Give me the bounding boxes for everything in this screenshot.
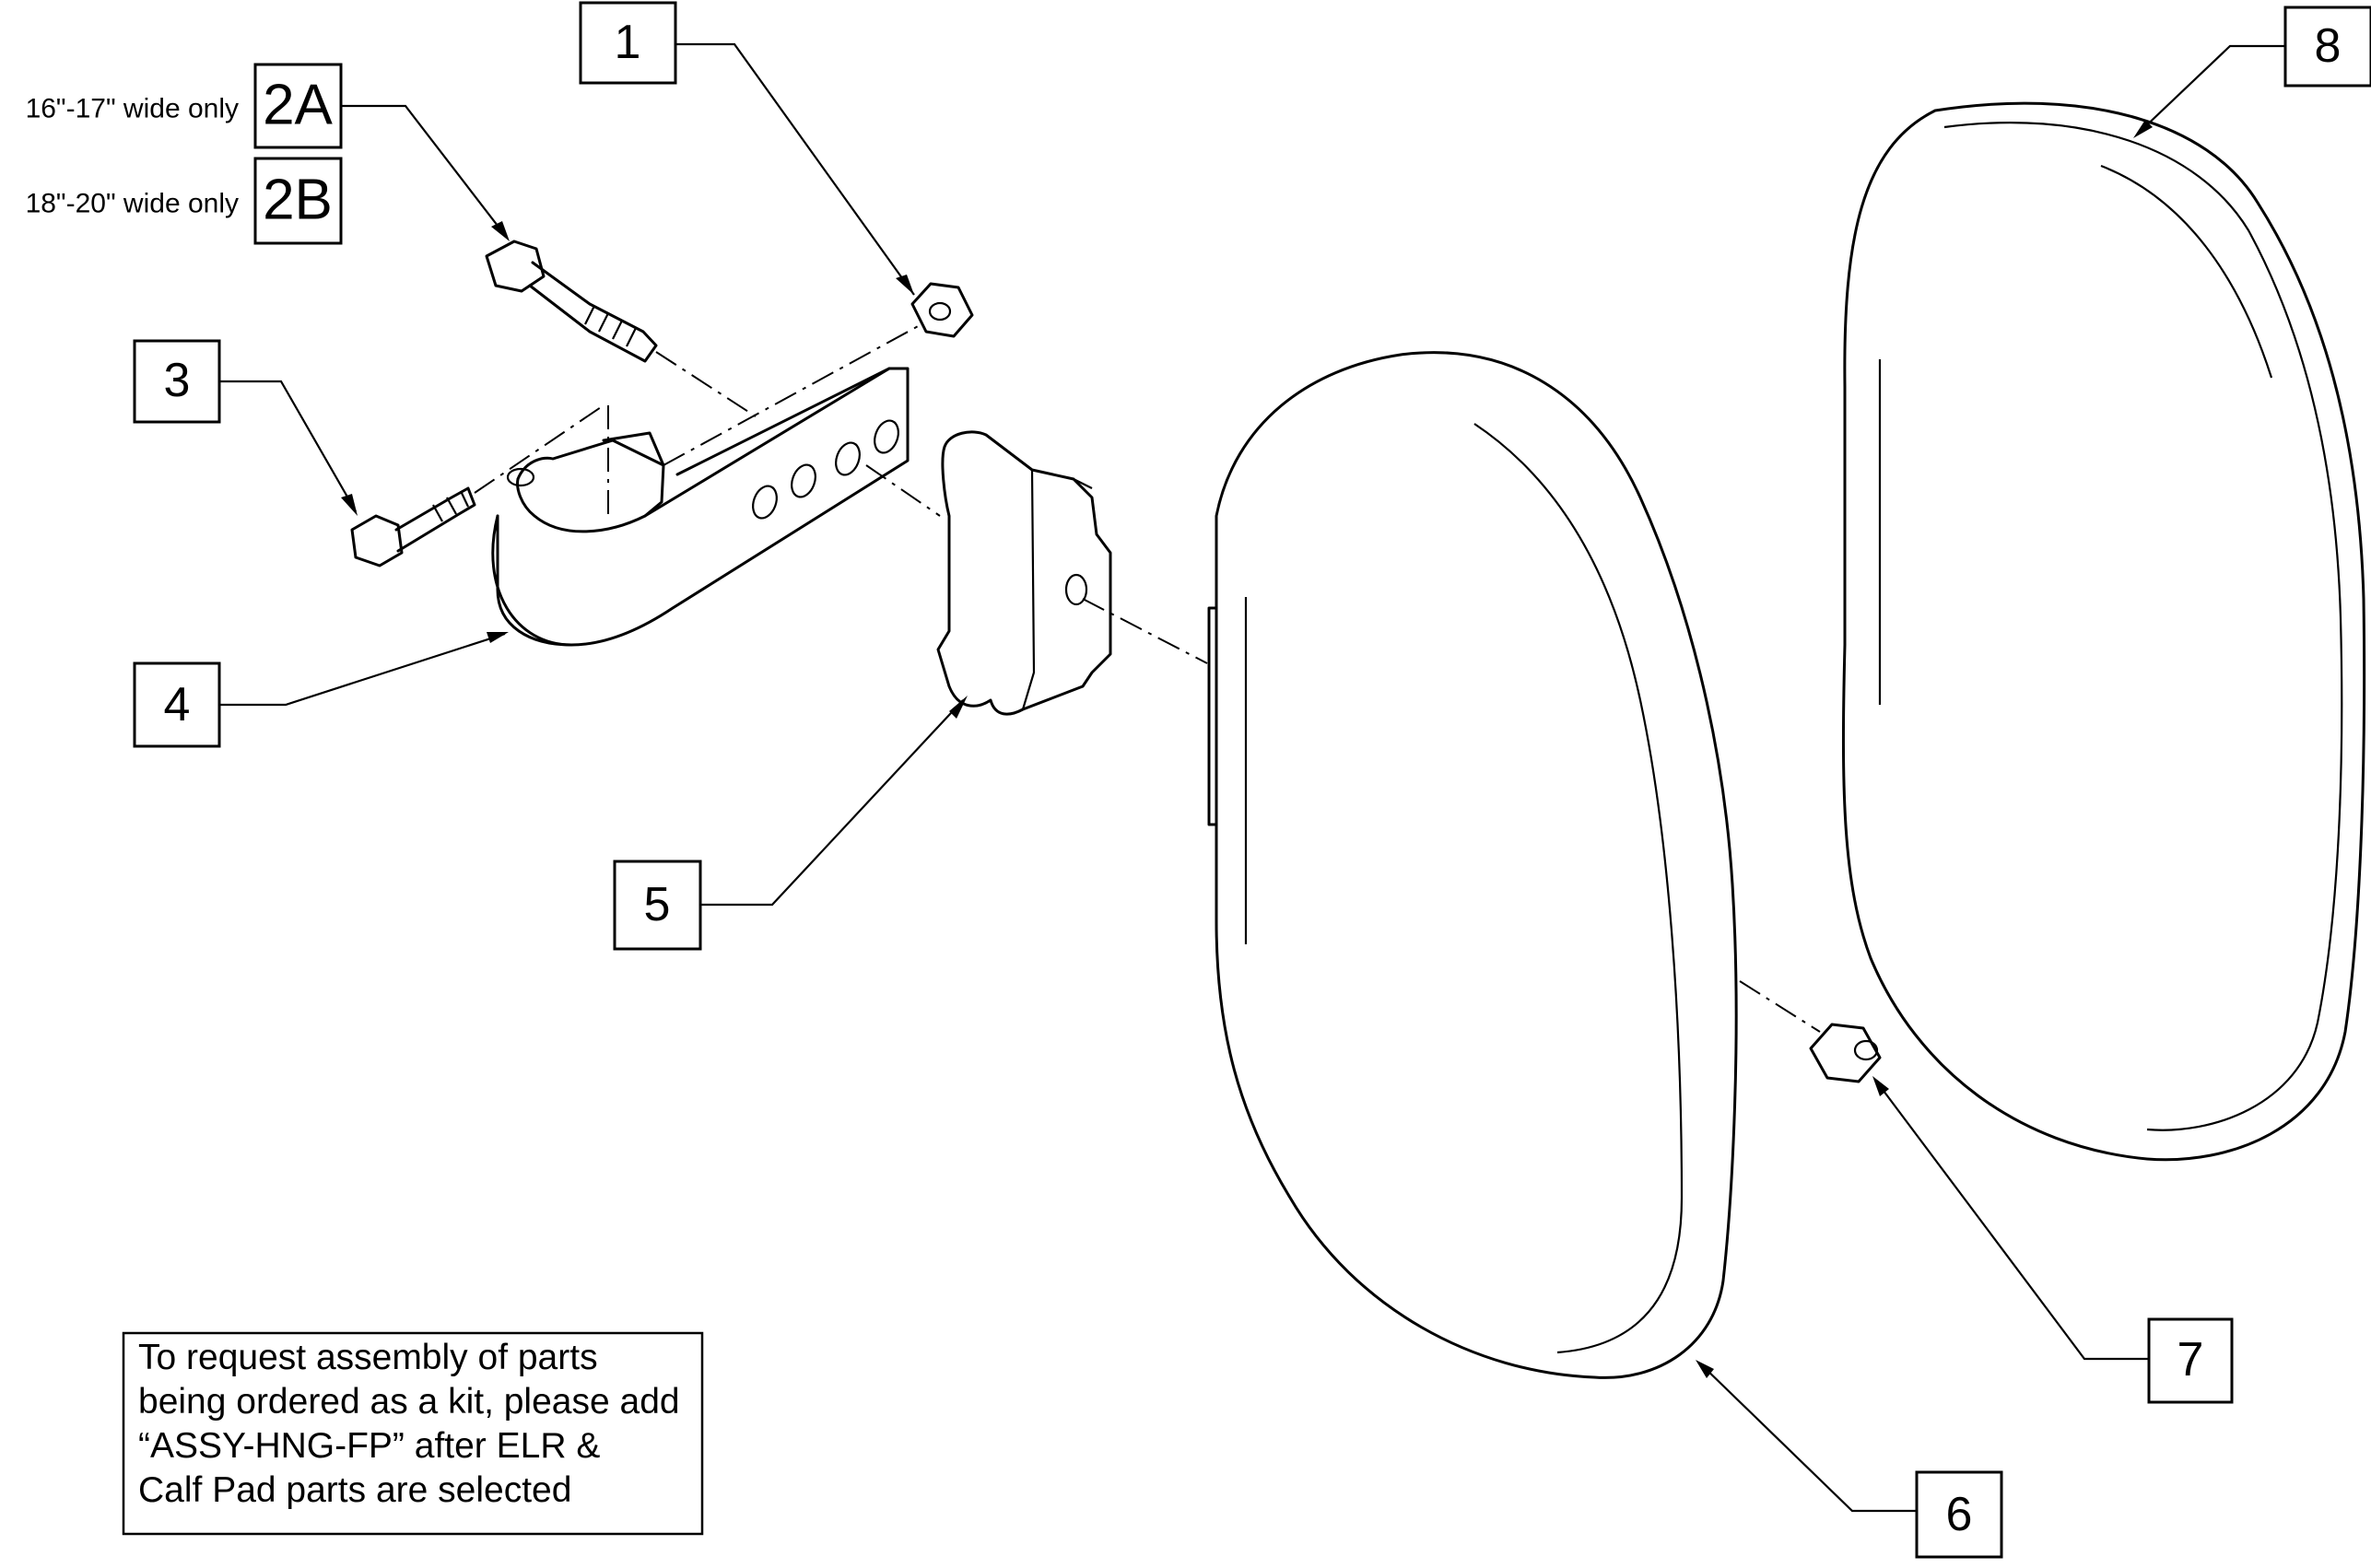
calf-pad-front (1207, 351, 1738, 1379)
calf-pad-rear (1841, 101, 2366, 1162)
short-hex-bolt (350, 486, 476, 568)
callout-6-label: 6 (1946, 1488, 1973, 1541)
callout-2b-width-note: 18"-20" wide only (26, 189, 239, 219)
kit-assembly-note: To request assembly of parts being order… (122, 1331, 704, 1536)
callout-8-label: 8 (2315, 19, 2342, 73)
kit-note-line-4: Calf Pad parts are selected (138, 1470, 571, 1510)
hex-nut-top (910, 282, 974, 338)
callout-1: 1 (579, 1, 677, 85)
callout-4-label: 4 (164, 678, 191, 731)
callout-2a-label: 2A (263, 74, 333, 137)
callout-7-label: 7 (2177, 1333, 2204, 1387)
callout-8: 8 (2283, 6, 2371, 88)
callout-5: 5 (613, 860, 702, 951)
hinge-clamp (936, 430, 1112, 716)
leader-lines (219, 42, 2285, 1513)
assembly-centerlines (474, 323, 1821, 1033)
callout-7: 7 (2147, 1317, 2234, 1404)
mounting-bracket (491, 367, 910, 647)
callout-4: 4 (133, 661, 221, 748)
callout-3-label: 3 (164, 354, 191, 407)
callout-5-label: 5 (644, 878, 671, 931)
hex-nut-bottom (1809, 1023, 1882, 1083)
callout-2a: 2A 16"-17" wide only (26, 63, 343, 149)
long-hex-bolt (485, 240, 658, 363)
kit-note-line-1: To request assembly of parts (138, 1338, 598, 1377)
callout-3: 3 (133, 339, 221, 424)
callout-2b: 2B 18"-20" wide only (26, 157, 343, 245)
callout-6: 6 (1915, 1470, 2003, 1559)
callout-1-label: 1 (615, 16, 641, 69)
callout-2b-label: 2B (263, 169, 333, 232)
callout-2a-width-note: 16"-17" wide only (26, 94, 239, 124)
kit-note-line-2: being ordered as a kit, please add (138, 1382, 680, 1422)
kit-note-line-3: “ASSY-HNG-FP” after ELR & (138, 1426, 600, 1466)
